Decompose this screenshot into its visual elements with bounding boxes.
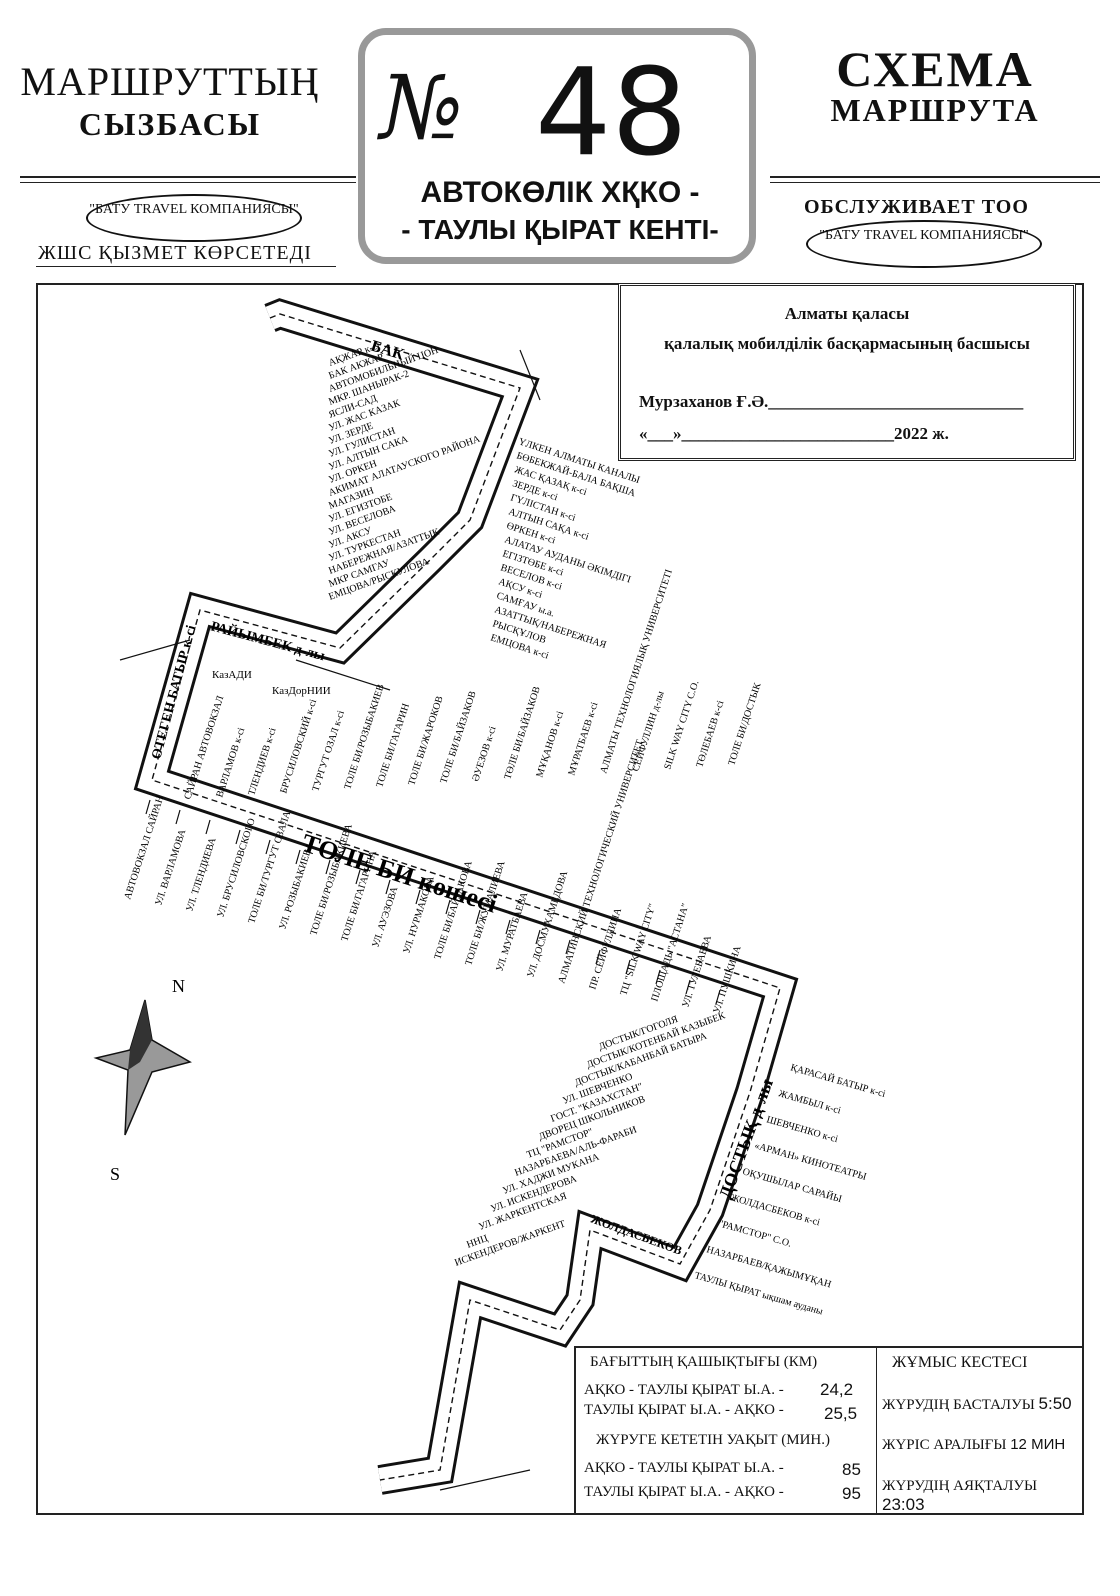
stop-tole-lower-2: УЛ. ТЛЕНДИЕВА (184, 836, 218, 913)
stop-tole-upper-2: ТЛЕНДИЕВ к-сі (246, 726, 278, 797)
schedule-start: ЖҮРУДІҢ БАСТАЛУЫ 5:50 (882, 1394, 1072, 1414)
approval-date: «___»_________________________2022 ж. (639, 424, 949, 443)
schedule-end-value: 23:03 (882, 1495, 925, 1514)
stop-south-right-6: "РАМСТОР" С.О. (717, 1218, 793, 1249)
time-row-1-label: АҚКО - ТАУЛЫ ҚЫРАТ Ы.А. - (584, 1460, 784, 1476)
left-served-text: ЖШС ҚЫЗМЕТ КӨРСЕТЕДІ (38, 242, 312, 264)
stop-tole-lower-8: УЛ. АУЭЗОВА (370, 885, 400, 949)
stop-tole-upper-15: SILK WAY CITY С.О. (662, 679, 701, 771)
compass-s: S (110, 1164, 120, 1184)
dist-row-2-value: 25,5 (824, 1404, 858, 1423)
right-subtitle: МАРШРУТА (830, 92, 1040, 128)
approval-city: Алматы қаласы (784, 304, 910, 323)
route-line (151, 313, 781, 1481)
number-sign: № (380, 56, 464, 159)
label-kazadi: КазАДИ (212, 669, 252, 681)
dist-row-1-value: 24,2 (820, 1380, 854, 1399)
info-separator (876, 1348, 877, 1513)
approval-year: 2022 ж. (894, 424, 949, 443)
schedule-start-label: ЖҮРУДІҢ БАСТАЛУЫ (882, 1397, 1035, 1413)
approval-box: Алматы қаласы қалалық мобилділік басқарм… (618, 283, 1076, 461)
schedule-end-label: ЖҮРУДІҢ АЯҚТАЛУЫ (882, 1478, 1038, 1494)
stop-tole-upper-4: ТУРГУТ ОЗАЛ к-сі (310, 709, 347, 793)
schedule-interval-label: ЖҮРІС АРАЛЫҒЫ (882, 1437, 1007, 1453)
route-from: АВТОКӨЛІК ХҚКО - (420, 176, 700, 209)
schedule-interval: ЖҮРІС АРАЛЫҒЫ 12 МИН (882, 1436, 1065, 1454)
stop-tole-lower-1: УЛ. ВАРЛАМОВА (153, 827, 188, 906)
stop-south-right-1: ЖАМБЫЛ к-сі (777, 1088, 842, 1116)
left-subtitle: СЫЗБАСЫ (78, 106, 262, 142)
map-frame (36, 283, 1084, 1515)
dist-row-1-label: АҚКО - ТАУЛЫ ҚЫРАТ Ы.А. - (584, 1382, 784, 1398)
header-rule-right-1 (770, 176, 1100, 178)
route-to: - ТАУЛЫ ҚЫРАТ КЕНТІ- (401, 214, 719, 245)
schedule-interval-value: 12 МИН (1010, 1436, 1066, 1453)
stop-tole-upper-17: ТОЛЕ БИ/ДОСТЫК (726, 681, 763, 767)
stop-south-right-5: ЖОЛДАСБЕКОВ к-сі (729, 1192, 821, 1228)
time-row-2-value: 95 (842, 1484, 861, 1503)
stop-tole-lower-5: УЛ. РОЗЫБАКИЕВА (277, 841, 316, 931)
stop-south-right-2: ШЕВЧЕНКО к-сі (765, 1114, 839, 1145)
stop-tole-upper-7: ТОЛЕ БИ/ЖАРОКОВ (406, 695, 445, 787)
left-title: МАРШРУТТЫҢ (20, 59, 320, 104)
right-title: СХЕМА (836, 41, 1034, 97)
time-title: ЖҮРУГЕ КЕТЕТІН УАҚЫТ (МИН.) (596, 1432, 831, 1448)
compass-star-shade (128, 1000, 152, 1070)
schedule-end: ЖҮРУДІҢ АЯҚТАЛУЫ 23:03 (882, 1478, 1082, 1515)
approval-signer: Мурзаханов Ғ.Ә._________________________… (639, 392, 1024, 411)
stop-ticks (145, 799, 721, 1005)
route-number: 48 (535, 44, 688, 183)
stop-tole-upper-9: ӘУЕЗОВ к-сі (470, 725, 498, 783)
distance-title: БАҒЫТТЫҢ ҚАШЫҚТЫҒЫ (КМ) (590, 1354, 818, 1370)
label-kazdornii: КазДорНИИ (272, 685, 331, 697)
stop-tole-upper-12: МҰРАТБАЕВ к-сі (566, 701, 600, 777)
left-company-name: "БАТУ TRAVEL КОМПАНИЯСЫ" (89, 202, 299, 217)
date-prefix: «___» (639, 424, 682, 443)
stop-tole-upper-6: ТОЛЕ БИ/ГАГАРИН (374, 702, 412, 789)
stop-tole-upper-1: ВАРЛАМОВ к-сі (214, 726, 247, 799)
header-rule-left-1 (20, 176, 356, 178)
right-served-text: ОБСЛУЖИВАЕТ ТОО (804, 196, 1029, 218)
time-row-1-value: 85 (842, 1460, 861, 1479)
compass-n: N (172, 976, 185, 996)
schedule-title: ЖҰМЫС КЕСТЕСІ (892, 1354, 1028, 1371)
header-rule-right-2 (770, 182, 1100, 183)
signer-name: Мурзаханов Ғ.Ә. (639, 392, 769, 411)
approval-office: қалалық мобилділік басқармасының басшысы (664, 334, 1030, 353)
right-company-name: "БАТУ TRAVEL КОМПАНИЯСЫ" (819, 228, 1029, 243)
time-row-2-label: ТАУЛЫ ҚЫРАТ Ы.А. - АҚКО - (584, 1484, 784, 1500)
schedule-start-value: 5:50 (1038, 1394, 1072, 1413)
route-info-box: БАҒЫТТЫҢ ҚАШЫҚТЫҒЫ (КМ) АҚКО - ТАУЛЫ ҚЫР… (574, 1346, 1084, 1515)
stop-tole-upper-16: ТӨЛЕБАЕВ к-сі (694, 699, 726, 769)
header-rule-left-2 (20, 182, 356, 183)
side-streets (119, 349, 541, 1491)
left-served-rule (36, 266, 336, 267)
left-company-oval: "БАТУ TRAVEL КОМПАНИЯСЫ" (86, 194, 302, 242)
compass-rose: N S (93, 976, 192, 1184)
dist-row-2-label: ТАУЛЫ ҚЫРАТ Ы.А. - АҚКО - (584, 1402, 784, 1418)
compass-star (93, 999, 192, 1136)
right-company-oval: "БАТУ TRAVEL КОМПАНИЯСЫ" (806, 220, 1042, 268)
route-number-box (358, 28, 756, 264)
stop-tole-upper-11: МҰҚАНОВ к-сі (534, 710, 566, 779)
